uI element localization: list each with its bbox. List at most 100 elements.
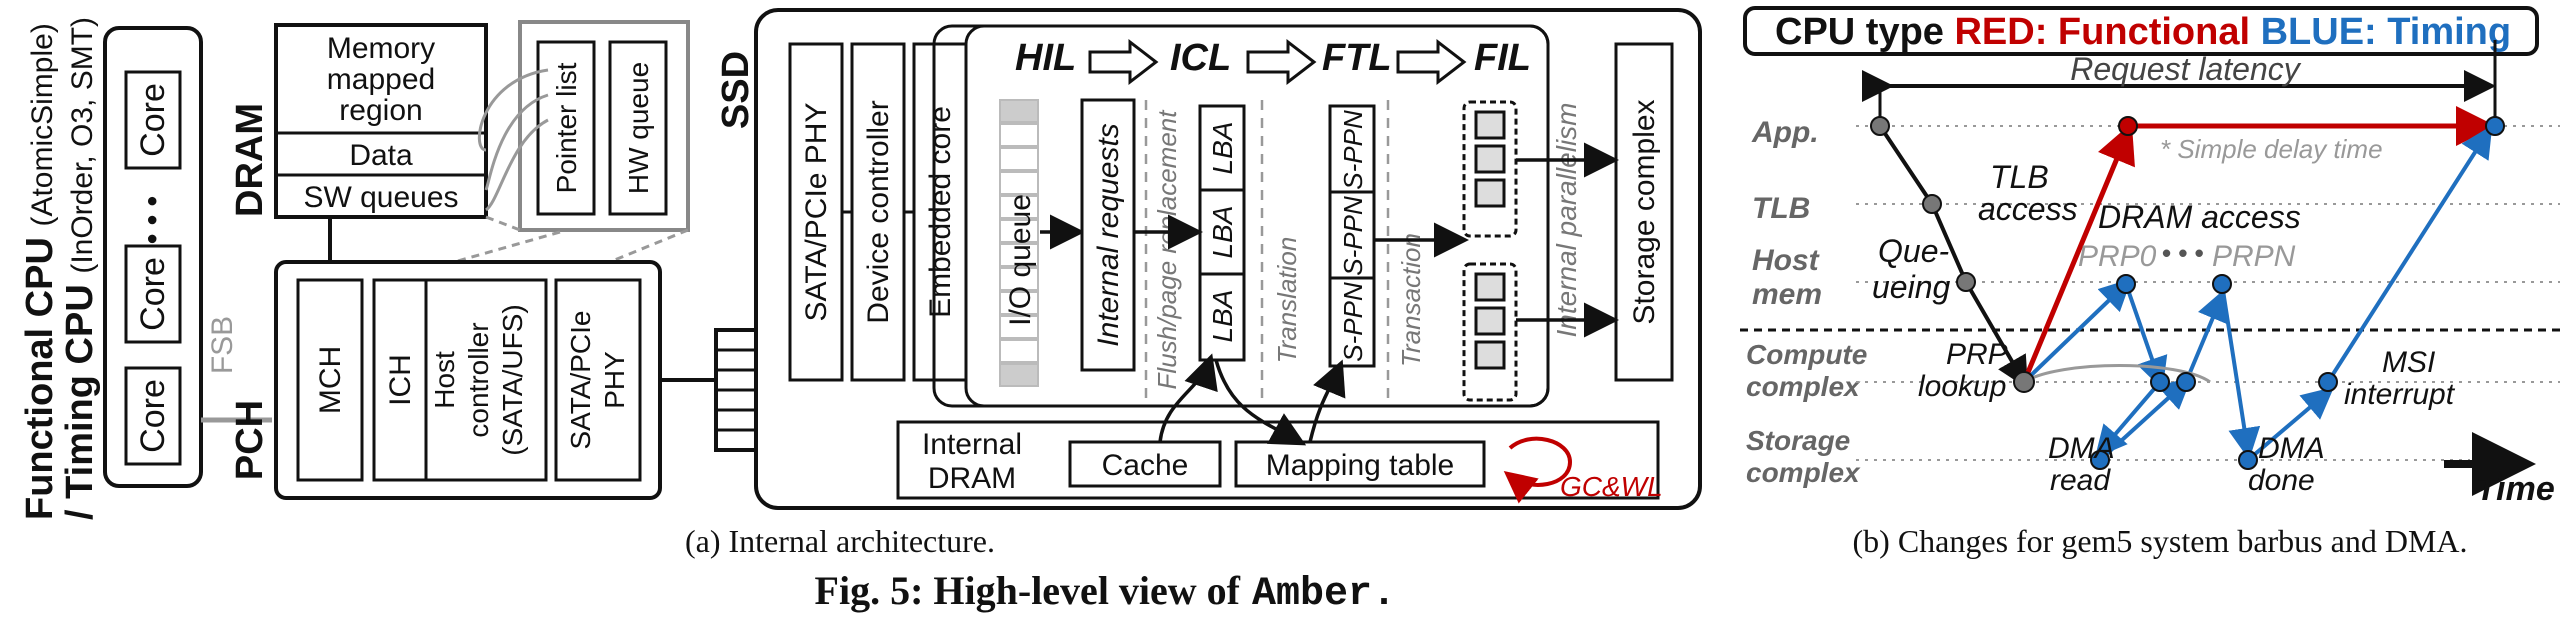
dma-read-label: DMA [2048,432,2115,465]
node-compute-1 [2150,372,2170,392]
node-app-end [2485,116,2505,136]
pch-sata-phy-box [554,278,642,482]
dram-access-label: DRAM access [2098,199,2301,235]
host-controller-label-3: (SATA/UFS) [497,304,528,455]
core-label: Core [134,257,172,331]
fil-label: FIL [1474,37,1531,79]
flash-channel-2 [1462,262,1518,402]
sppn-stack [1328,104,1376,368]
cache-label: Cache [1102,449,1189,482]
row-label-tlb: TLB [1752,192,1810,225]
host-controller-label: Host [429,351,460,409]
internal-parallelism-label: Internal parallelism [1551,103,1582,338]
hw-queue-box [608,40,668,216]
internal-dram-label: Internal [922,428,1022,461]
sppn-label-1: S-PPN [1338,110,1368,190]
simple-delay-label: * Simple delay time [2160,134,2383,164]
node-queueing [1956,272,1976,292]
ftl-fil-arrow [1396,38,1467,86]
core-label: Core [134,83,172,157]
request-latency-label: Request latency [2070,51,2301,87]
subcaption-a: (a) Internal architecture. [685,523,995,559]
io-queue [999,99,1039,387]
mch-box [296,278,364,482]
cpu-label-functional: Functional CPU (AtomicSimple) [19,23,61,520]
subcaption-b: (b) Changes for gem5 system barbus and D… [1853,523,2468,559]
internal-dram-label-2: DRAM [928,462,1016,495]
msi-label: MSI [2382,346,2435,379]
queueing-label: Que- [1878,233,1949,269]
row-label-mem: mem [1752,278,1822,311]
gc-wl-cycle-icon [1503,436,1573,504]
node-compute-2 [2176,372,2196,392]
memory-region-label-3: region [339,94,422,127]
ich-label: ICH [384,354,417,406]
flush-label: Flush/page replacement [1152,109,1182,390]
host-controller-label-2: controller [463,322,494,437]
fsb-label: FSB [206,316,239,374]
pch-sata-phy-label: SATA/PCIe [565,310,596,449]
prp-lookup-label-2: lookup [1918,370,2006,403]
host-controller-box [424,278,548,482]
tlb-access-label-2: access [1978,191,2078,227]
ich-box [372,278,428,482]
ssd-phy-box [788,42,844,382]
core-label: Core [134,379,172,453]
node-prp-lookup [2013,371,2035,393]
lba-label-1: LBA [1207,122,1238,175]
row-label-app: App. [1751,116,1819,149]
data-label: Data [349,139,413,172]
icl-label: ICL [1170,37,1231,79]
icl-ftl-arrow [1246,38,1317,86]
ftl-label: FTL [1322,37,1392,79]
storage-complex-box [1614,42,1674,382]
row-label-compute: Compute [1746,339,1867,370]
cache-box [1068,440,1222,488]
functional-path-up [2021,122,2135,383]
embedded-core-box [912,42,968,382]
figure-caption-name: Amber. [1252,572,1396,617]
dram-label: DRAM [229,103,271,217]
node-app-start [1870,116,1890,136]
dma-done-label-2: done [2248,464,2315,497]
gc-wl-label: GC&WL [1560,471,1663,502]
storage-complex-label: Storage complex [1628,99,1661,324]
hil-label: HIL [1015,37,1076,79]
figure-caption: Fig. 5: High-level view of [815,568,1241,613]
mapping-table-label: Mapping table [1266,449,1454,482]
ssd-phy-label: SATA/PCIe PHY [800,103,833,322]
tlb-access-label: TLB [1990,159,2049,195]
translation-label: Translation [1272,237,1302,364]
pch-sata-phy-label-2: PHY [599,351,630,409]
hil-icl-arrow [1088,38,1159,86]
prp-lookup-label: PRP [1946,338,2008,371]
node-prp0 [2116,274,2136,294]
dram-box [274,23,488,219]
core-box-top [124,70,182,170]
sppn-label-2: S-PPN [1338,196,1368,276]
core-box-mid [124,244,182,344]
host-path-line [1878,124,2029,389]
cpu-type-legend [1743,6,2539,56]
timing-diagram: CPU type RED: Functional BLUE: Timing Ap… [1740,6,2560,508]
memory-region-label: Memory [327,32,435,65]
mapping-table-box [1234,440,1486,488]
node-tlb [1922,194,1942,214]
lba-label-2: LBA [1207,206,1238,259]
prp0-label: PRP0 [2078,240,2157,273]
io-queue-label: I/O queue [1004,194,1037,326]
transaction-label: Transaction [1396,233,1426,367]
mch-label: MCH [314,346,347,414]
pch-label: PCH [229,400,271,480]
device-controller-label: Device controller [862,100,895,323]
embedded-core-label: Embedded core [924,106,957,318]
architecture-diagram: Functional CPU (AtomicSimple) / Timing C… [19,8,1702,520]
time-label: Time [2476,470,2555,508]
internal-requests-box [1080,98,1136,372]
hw-queue-label: HW queue [623,62,654,194]
node-prpn [2212,274,2232,294]
dma-done-label: DMA [2258,432,2325,465]
row-label-storage: Storage [1746,425,1850,456]
queueing-label-2: ueing [1872,269,1951,305]
